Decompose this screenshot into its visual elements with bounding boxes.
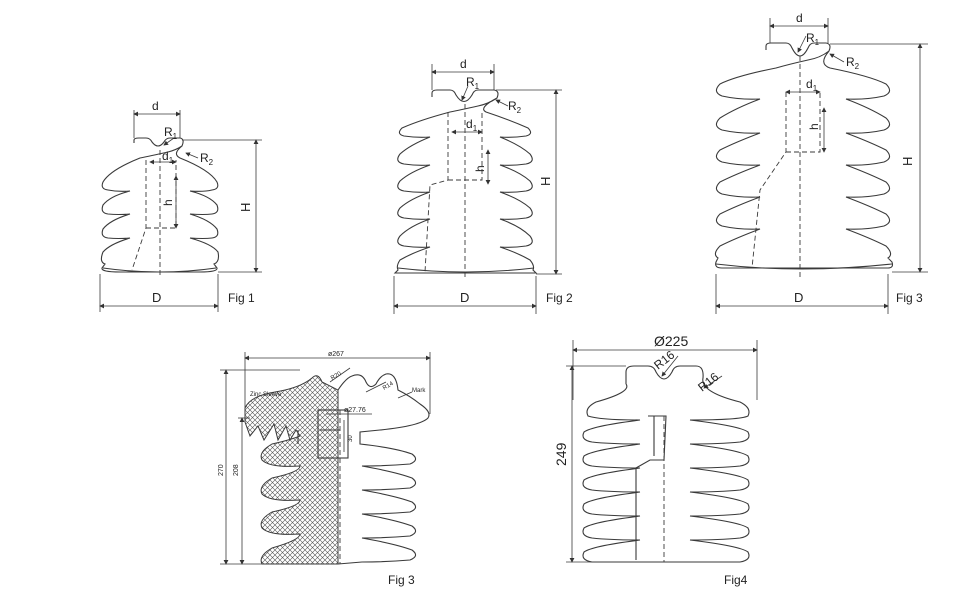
fig3b-label-r14: R14 [382,381,395,392]
fig1-label-r1: R1 [164,125,178,141]
fig2-label-r1: R1 [466,75,480,91]
fig3a-dimension-lines [715,18,928,314]
fig4-dimension-lines [566,340,758,563]
fig2-caption: Fig 2 [546,291,573,305]
fig3b-label-208: 208 [233,464,240,476]
fig3a-label-r1: R1 [806,31,820,47]
fig4-caption: Fig4 [724,573,748,587]
fig1-caption: Fig 1 [228,291,255,305]
fig3a-caption: Fig 3 [896,291,923,305]
fig2-label-h: h [473,165,487,172]
fig3b-label-sleeve: Zinc Sleeve [250,392,282,398]
fig4-label-dia: Ø225 [654,333,688,349]
fig3a-label-r2: R2 [846,55,860,71]
fig1-label-r2: R2 [200,151,214,167]
fig3a-label-H: H [900,157,915,166]
fig3b-dimension-lines [220,352,431,565]
fig3b-label-r20: R20 [330,371,343,382]
fig2-dimension-lines [393,64,562,314]
fig3b-label-dia: ø267 [328,351,344,358]
figure-4: Ø225 R16 R16 249 Fig4 [553,333,758,587]
fig4-label-249: 249 [553,442,569,466]
fig3a-label-D: D [794,290,803,305]
figure-3-outline: d R1 R2 d1 h H D Fig 3 [714,11,928,314]
fig2-label-H: H [538,177,553,186]
figure-2: d R1 R2 d1 h H D Fig 2 [393,57,573,314]
fig1-label-D: D [152,290,161,305]
fig2-insulator-body [393,89,538,278]
fig3b-label-270: 270 [218,464,225,476]
fig1-label-H: H [238,203,253,212]
fig3a-label-d: d [796,11,803,25]
fig3b-section-hatched [244,375,339,565]
fig1-label-h: h [161,199,175,206]
fig4-insulator-body [582,365,750,563]
figure-1: d R1 R2 d1 h H D Fig 1 [99,99,262,312]
fig3b-label-bore: ø27.76 [344,407,366,414]
fig3b-right-half-outline [297,373,430,565]
fig2-label-r2: R2 [508,99,522,115]
figure-3-section: ø267 R20 R14 Mark Zinc Sleeve ø27.76 30 … [218,351,431,587]
fig3a-label-h: h [807,123,821,130]
fig2-label-d1: d1 [466,117,478,133]
fig4-label-r16b: R16 [695,370,721,395]
fig3a-label-d1: d1 [806,77,818,93]
fig3b-label-30: 30 [348,435,354,442]
fig3b-caption: Fig 3 [388,573,415,587]
fig2-label-d: d [460,57,467,71]
fig1-label-d1: d1 [162,149,174,165]
fig1-dimension-lines [99,110,262,312]
fig3b-label-mark: Mark [412,388,426,394]
fig2-label-D: D [460,290,469,305]
fig1-label-d: d [152,99,159,113]
fig3a-insulator-body [714,42,894,280]
